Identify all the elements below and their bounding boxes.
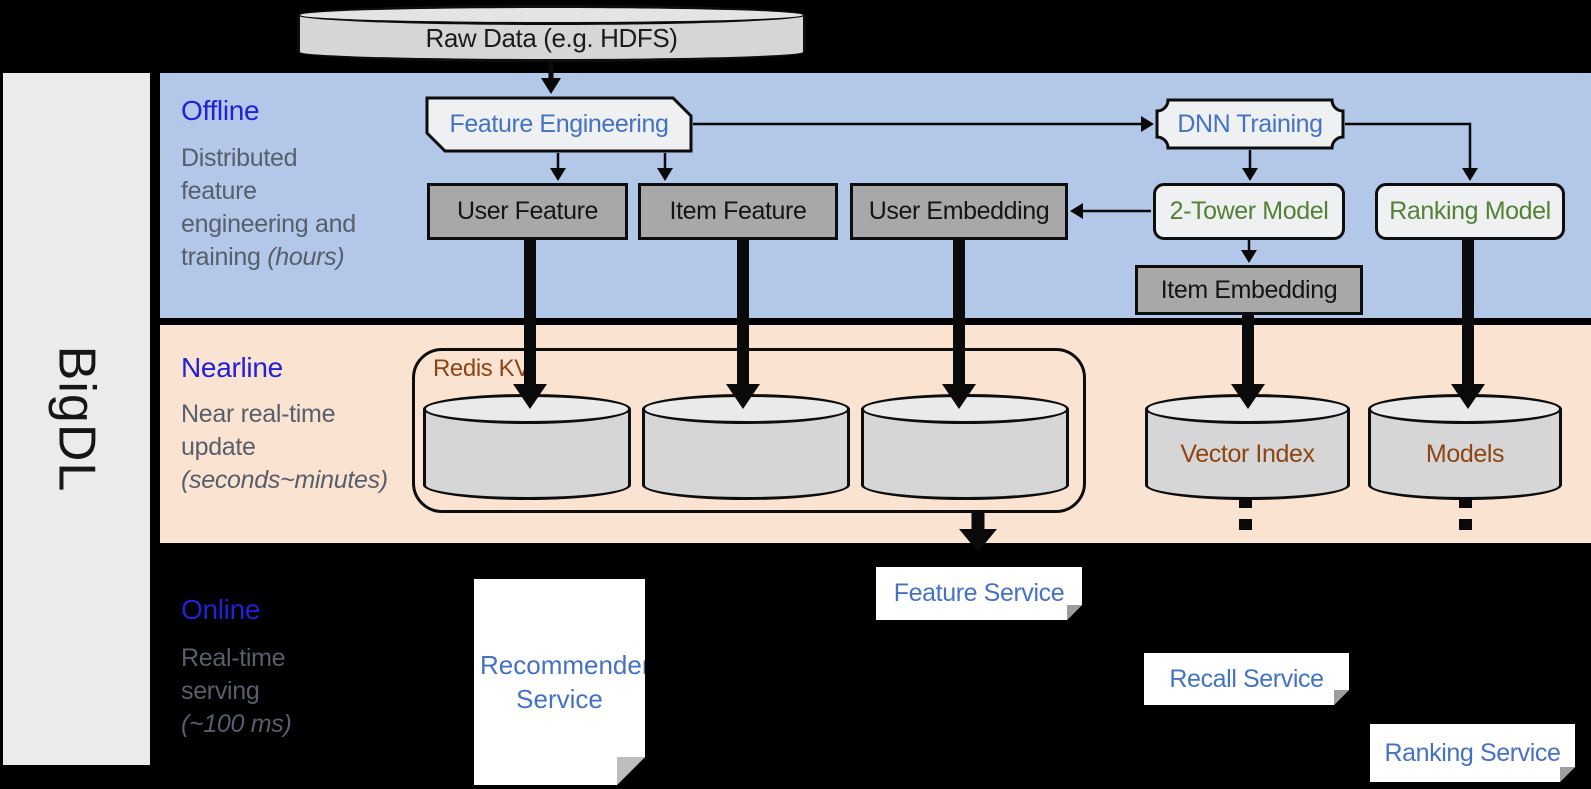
offline-desc-line4: training (hours)	[181, 241, 356, 274]
models-label: Models	[1425, 440, 1505, 468]
nearline-desc-line3-italic: (seconds~minutes)	[181, 466, 388, 494]
offline-section-title: Offline	[181, 95, 260, 126]
feature-service-box: Feature Service	[876, 567, 1082, 620]
dnn-training-label: DNN Training	[1177, 109, 1323, 138]
redis-cylinder-1-top	[423, 394, 631, 424]
vector-index-cylinder: Vector Index	[1145, 394, 1350, 500]
online-section-title: Online	[181, 594, 261, 625]
models-cylinder: Models	[1368, 394, 1562, 500]
vector-index-cylinder-top	[1145, 394, 1350, 424]
redis-cylinder-2-top	[642, 394, 850, 424]
feature-engineering-box: Feature Engineering	[425, 96, 693, 153]
redis-cylinder-3-top	[861, 394, 1069, 424]
raw-data-cylinder-top	[297, 5, 806, 25]
nearline-section-title: Nearline	[181, 352, 283, 383]
online-desc-line3: (~100 ms)	[181, 708, 292, 741]
bigdl-sidebar: BigDL	[3, 73, 150, 765]
online-desc-line1: Real-time	[181, 644, 286, 672]
user-feature-box: User Feature	[427, 183, 628, 240]
recall-service-label: Recall Service	[1169, 664, 1324, 693]
feature-engineering-label: Feature Engineering	[449, 110, 669, 138]
redis-kv-container	[412, 348, 1086, 513]
nearline-section-description: Near real-time update (seconds~minutes)	[181, 398, 388, 497]
redis-kv-label: Redis KV	[433, 355, 530, 382]
nearline-desc-line2: update	[181, 433, 256, 461]
raw-data-label: Raw Data (e.g. HDFS)	[425, 23, 678, 53]
redis-cylinder-2	[642, 394, 850, 500]
two-tower-model-box: 2-Tower Model	[1153, 183, 1345, 240]
ranking-service-box: Ranking Service	[1370, 724, 1575, 782]
offline-desc-line3: engineering and	[181, 210, 356, 238]
recall-service-fold-corner	[1334, 690, 1349, 705]
redis-cylinder-1	[423, 394, 631, 500]
feature-engineering-shape	[425, 96, 693, 153]
vector-index-label: Vector Index	[1180, 440, 1315, 468]
item-feature-box: Item Feature	[638, 183, 838, 240]
recommender-service-doc: Recommender Service	[474, 579, 645, 785]
offline-desc-line2: feature	[181, 177, 257, 205]
user-embedding-box: User Embedding	[850, 183, 1068, 240]
nearline-desc-line3: (seconds~minutes)	[181, 464, 388, 497]
offline-desc-line4-italic: (hours)	[267, 243, 345, 271]
dnn-training-box: DNN Training	[1155, 98, 1345, 150]
feature-service-fold-corner	[1067, 605, 1082, 620]
offline-section-description: Distributed feature engineering and trai…	[181, 142, 356, 274]
offline-desc-line4-normal: training	[181, 243, 268, 271]
online-section-description: Real-time serving (~100 ms)	[181, 642, 292, 741]
bigdl-logo-text: BigDL	[47, 345, 106, 493]
recommender-service-fold-corner	[617, 757, 645, 785]
dnn-training-shape	[1155, 98, 1345, 150]
redis-cylinder-3	[861, 394, 1069, 500]
item-embedding-box: Item Embedding	[1135, 265, 1363, 315]
recommender-service-label: Recommender Service	[480, 650, 651, 714]
online-desc-line2: serving	[181, 677, 260, 705]
models-cylinder-top	[1368, 394, 1562, 424]
ranking-service-fold-corner	[1560, 767, 1575, 782]
offline-desc-line1: Distributed	[181, 144, 298, 172]
raw-data-cylinder: Raw Data (e.g. HDFS)	[297, 5, 806, 62]
recall-service-box: Recall Service	[1144, 653, 1349, 705]
ranking-service-label: Ranking Service	[1384, 738, 1561, 767]
nearline-desc-line1: Near real-time	[181, 400, 336, 428]
feature-service-label: Feature Service	[893, 579, 1065, 607]
online-desc-line3-italic: (~100 ms)	[181, 710, 292, 738]
ranking-model-box: Ranking Model	[1375, 183, 1565, 240]
